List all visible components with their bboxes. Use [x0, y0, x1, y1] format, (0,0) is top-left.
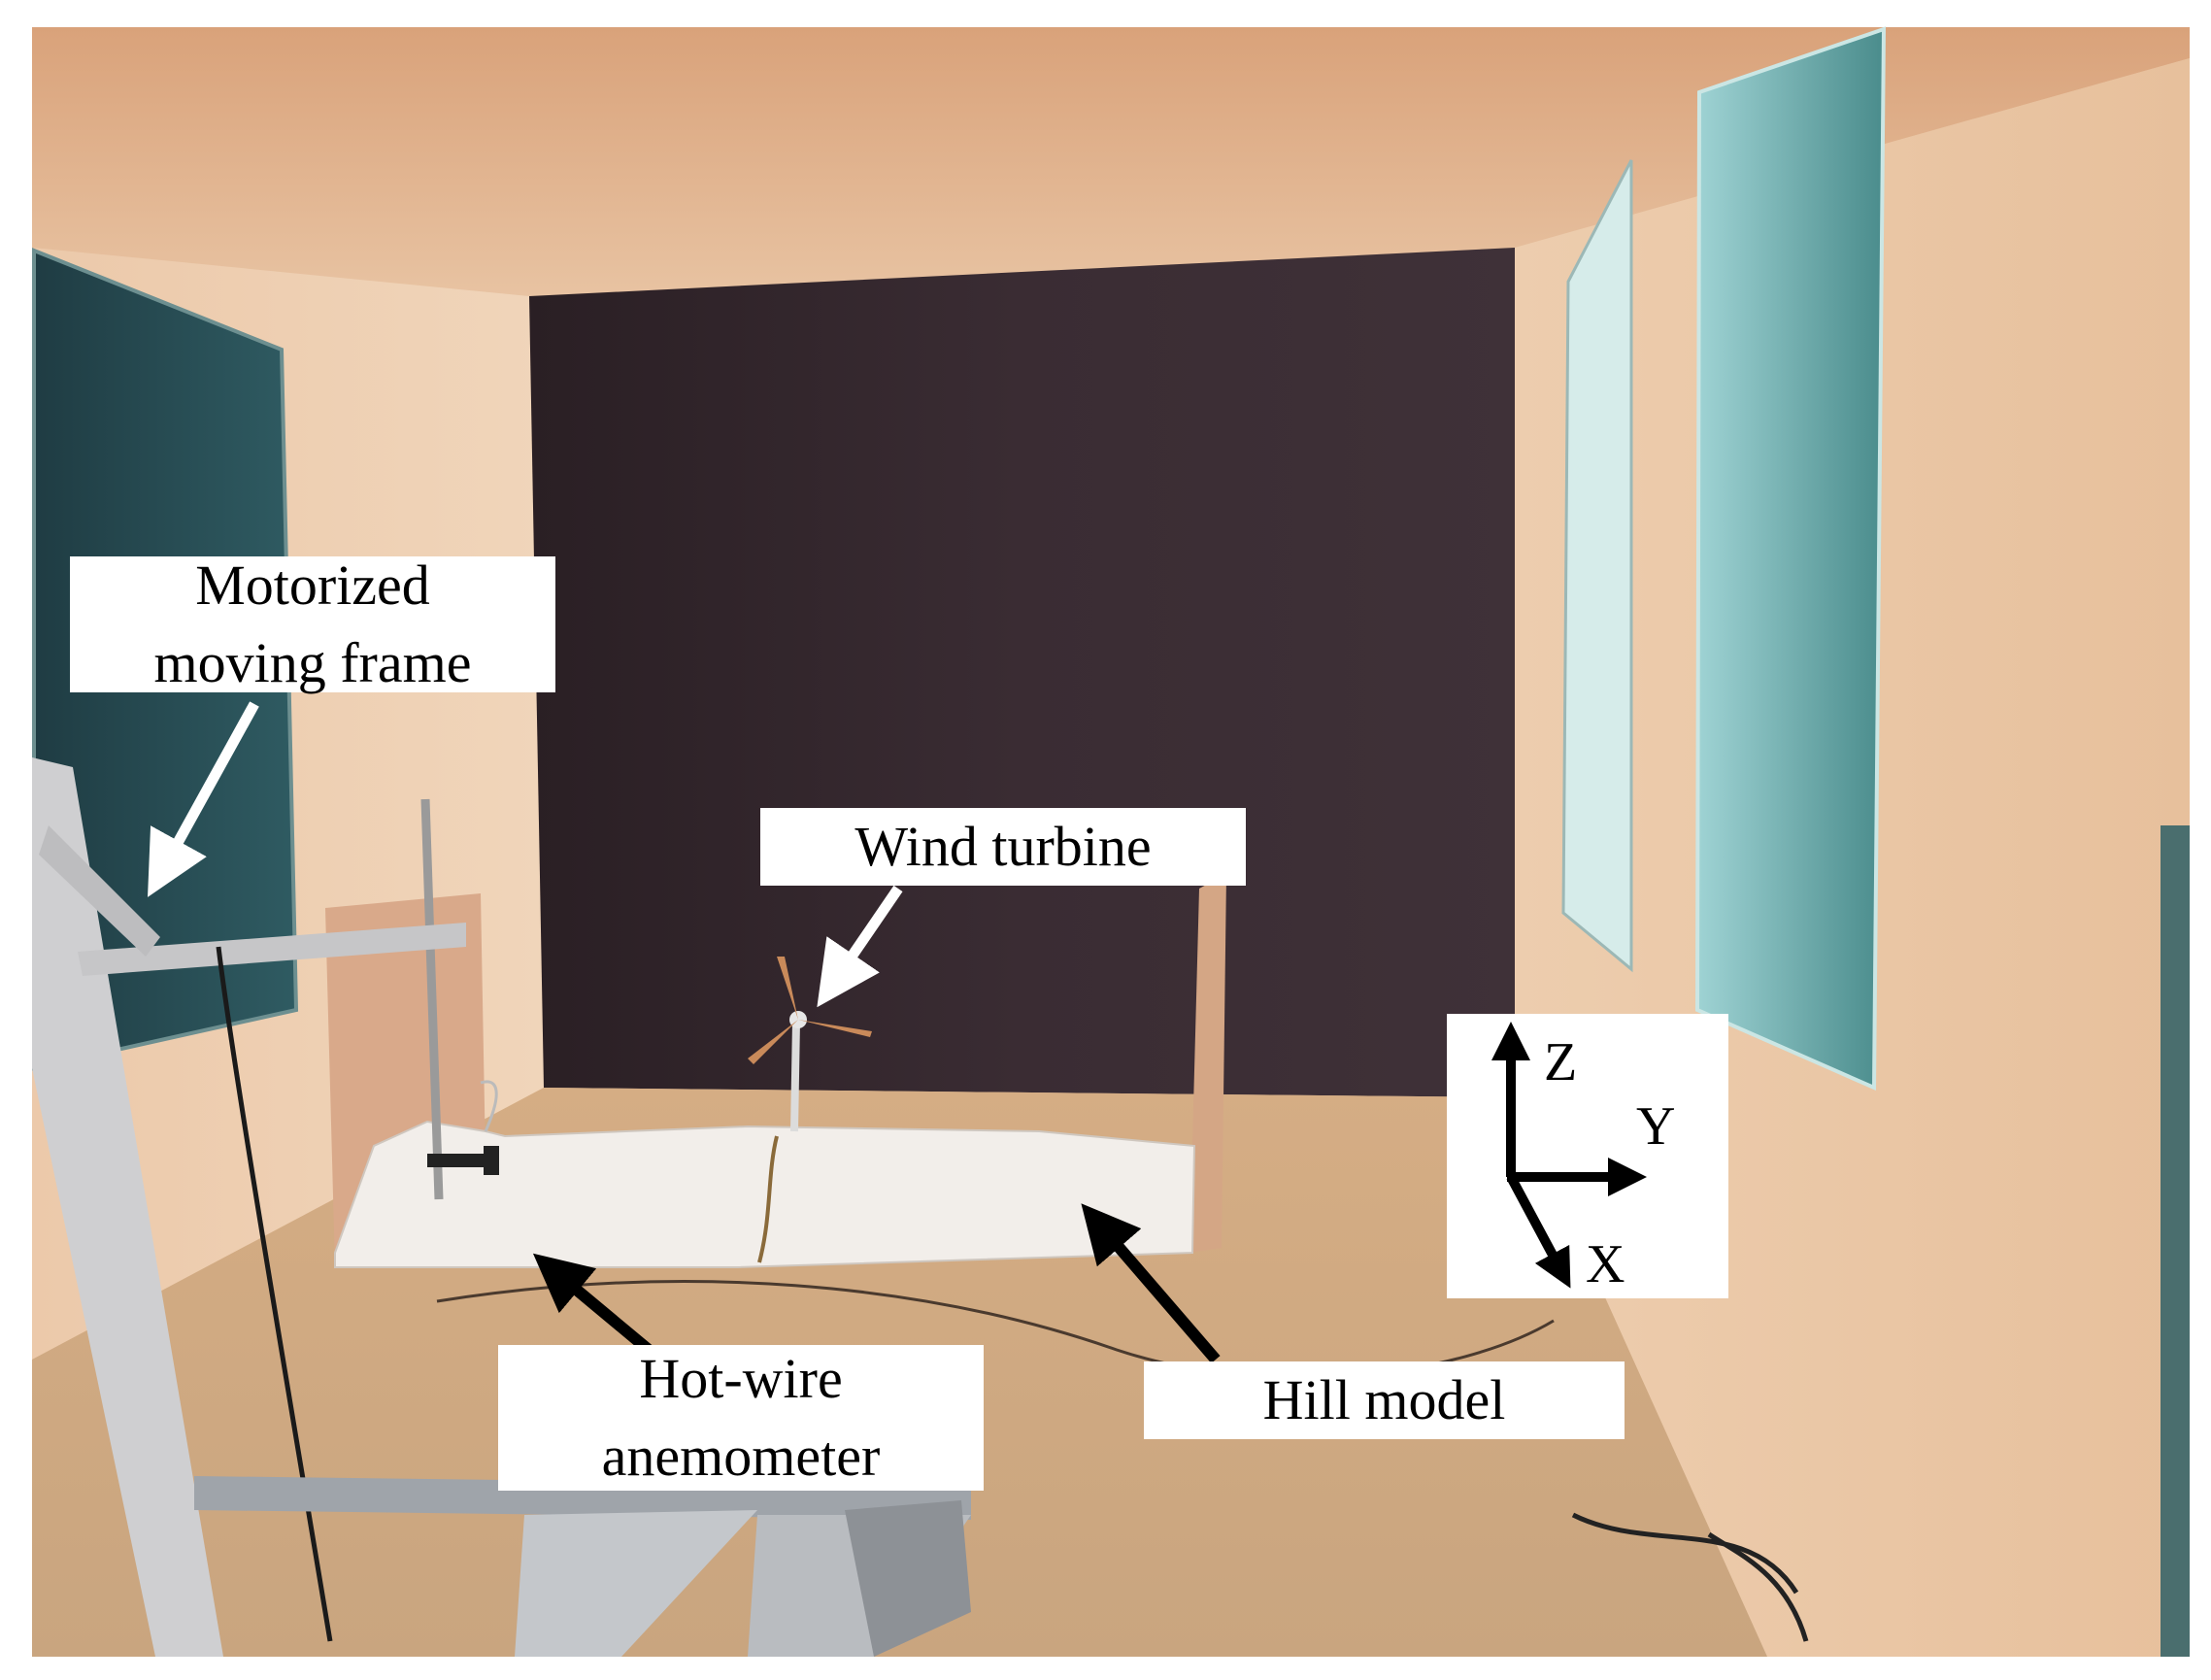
coordinate-axes	[1491, 1022, 1647, 1289]
motorized-frame-arrow	[148, 701, 259, 897]
label-wind-turbine: Wind turbine	[760, 808, 1246, 886]
y-axis-label: Y	[1636, 1096, 1676, 1157]
ceiling	[32, 27, 2190, 296]
hot-wire-probe	[420, 798, 499, 1200]
label-hill-model: Hill model	[1144, 1361, 1625, 1439]
wind-turbine-model	[748, 957, 872, 1132]
label-motorized-line2: moving frame	[153, 631, 472, 694]
coordinate-axes-box: Z Y X	[1447, 1014, 1728, 1298]
wind-turbine-arrow	[817, 885, 903, 1008]
wood-panel-right	[1189, 874, 1226, 1253]
hill-model	[334, 1120, 1196, 1268]
label-hill-model-text: Hill model	[1262, 1368, 1506, 1431]
label-motorized-line1: Motorized	[195, 554, 430, 617]
x-axis-label: X	[1586, 1234, 1625, 1294]
label-hot-wire-line2: anemometer	[601, 1425, 881, 1488]
label-motorized-moving-frame: Motorized moving frame	[70, 554, 555, 694]
right-window-large	[1694, 26, 1887, 1092]
motorized-frame-structure	[32, 757, 971, 1657]
z-axis-label: Z	[1544, 1032, 1578, 1092]
back-wall-screen	[529, 248, 1515, 1097]
hill-model-arrow	[1081, 1203, 1221, 1363]
label-hot-wire-anemometer: Hot-wire anemometer	[498, 1345, 984, 1491]
x-axis-arrow	[1506, 1174, 1571, 1289]
label-hot-wire-line1: Hot-wire	[639, 1347, 843, 1410]
right-window-small	[1561, 159, 1633, 973]
label-wind-turbine-text: Wind turbine	[854, 815, 1152, 878]
